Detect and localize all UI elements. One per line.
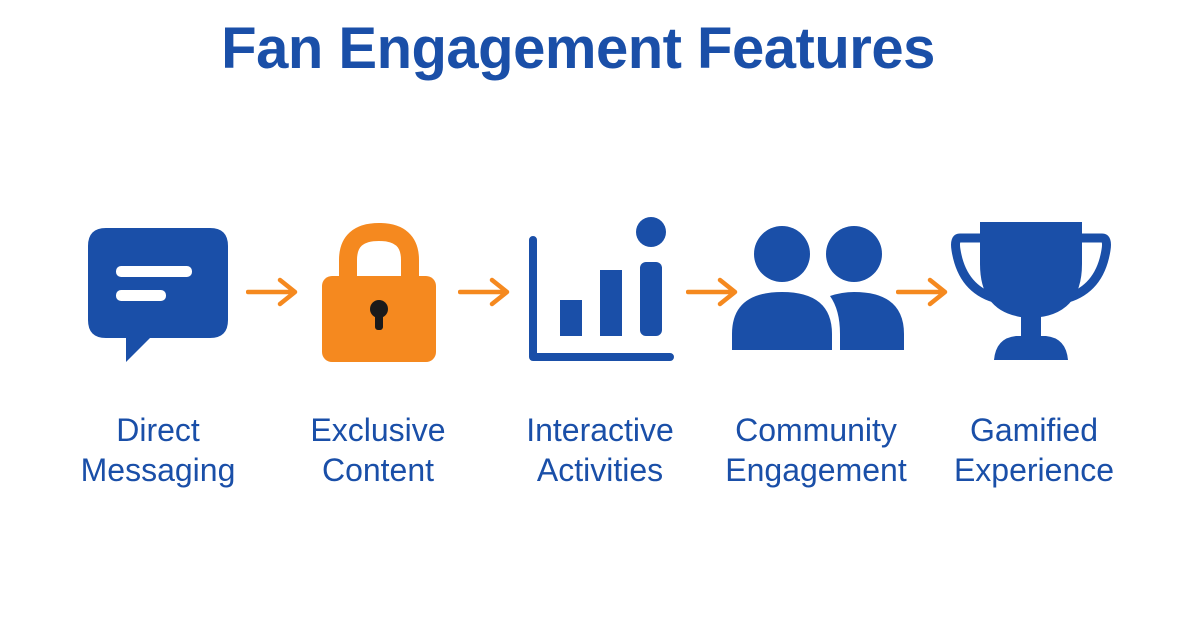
arrow-icon (895, 277, 950, 312)
arrow-icon (245, 277, 300, 312)
step-label-line: Engagement (725, 452, 907, 488)
step-label-line: Experience (953, 452, 1115, 488)
people-icon (730, 222, 906, 354)
step-label-line: Content (321, 452, 435, 488)
step-label-line: Interactive (526, 412, 674, 448)
step-label-exclusive-content: Exclusive Content (268, 410, 488, 490)
step-label-gamified-experience: Gamified Experience (924, 410, 1144, 490)
step-label-direct-messaging: Direct Messaging (48, 410, 268, 490)
arrow-icon (457, 277, 512, 312)
step-label-line: Messaging (80, 452, 236, 488)
trophy-icon (950, 220, 1112, 362)
chat-bubble-icon (86, 226, 230, 366)
step-label-line: Community (735, 412, 897, 448)
step-label-line: Activities (536, 452, 664, 488)
step-label-interactive-activities: Interactive Activities (490, 410, 710, 490)
step-label-line: Exclusive (310, 412, 446, 448)
page-title: Fan Engagement Features (221, 16, 935, 81)
step-label-line: Direct (116, 412, 200, 448)
step-label-line: Gamified (969, 412, 1099, 448)
step-label-community-engagement: Community Engagement (706, 410, 926, 490)
arrow-icon (685, 277, 740, 312)
bar-chart-icon (528, 214, 674, 364)
padlock-icon (320, 218, 438, 366)
